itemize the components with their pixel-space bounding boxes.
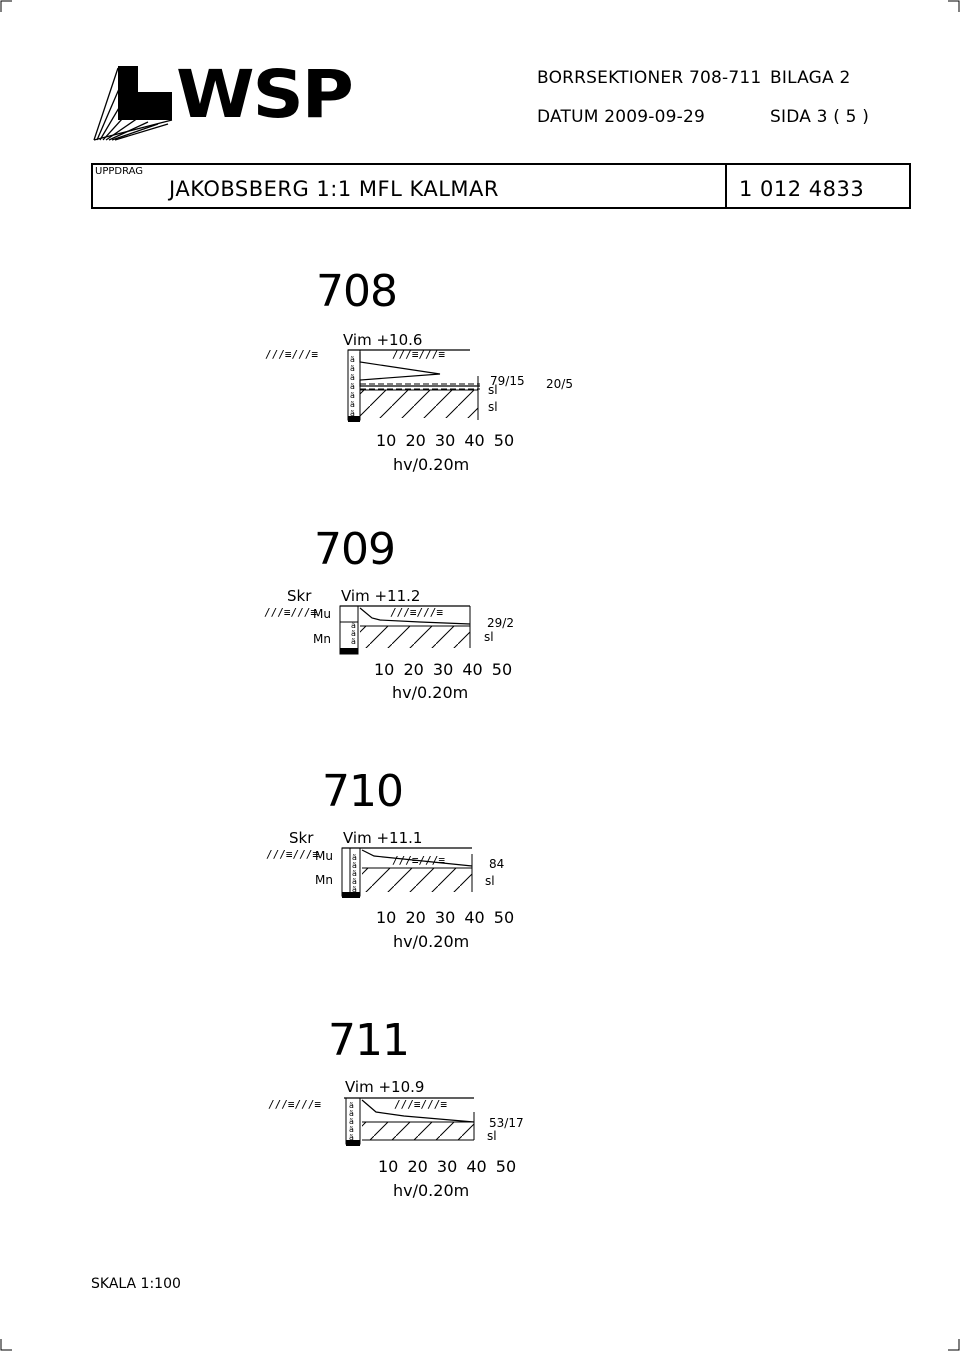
- method-label: Skr: [289, 829, 314, 847]
- blow-count: 84: [489, 857, 505, 871]
- ground-level: Vim +10.6: [343, 331, 423, 349]
- borehole-profile-710: ///≡///≡ ///≡///≡ äää ää: [266, 847, 473, 898]
- crop-mark-bottom-right: [948, 1339, 960, 1351]
- svg-text:ä: ä: [350, 409, 355, 418]
- method-label: Skr: [287, 587, 312, 605]
- crop-mark-bottom-left: [0, 1339, 12, 1351]
- axis-unit: hv/0.20m: [393, 1181, 470, 1200]
- svg-text:///≡///≡: ///≡///≡: [264, 606, 317, 619]
- logo-mark-icon: [93, 66, 173, 141]
- borehole-id: 709: [314, 524, 396, 575]
- svg-text:///≡///≡: ///≡///≡: [392, 348, 445, 361]
- borehole-profile-709: ///≡///≡ ///≡///≡ äää: [264, 605, 471, 655]
- stop-code: sl: [484, 630, 494, 644]
- ground-level: Vim +10.9: [345, 1078, 425, 1096]
- axis-ticks: 10 20 30 40 50: [376, 908, 515, 927]
- ground-level: Vim +11.2: [341, 587, 421, 605]
- svg-text:///≡///≡: ///≡///≡: [390, 606, 443, 619]
- project-divider: [725, 165, 727, 207]
- svg-text:ä: ä: [351, 621, 356, 630]
- stop-code: sl: [485, 874, 495, 888]
- svg-text:ä: ä: [349, 1101, 354, 1110]
- blow-count: 29/2: [487, 616, 514, 630]
- svg-text:ä: ä: [350, 391, 355, 400]
- svg-text:ä: ä: [352, 869, 357, 878]
- borehole-id: 710: [322, 766, 404, 817]
- svg-text:ä: ä: [352, 877, 357, 886]
- layer-top: Mu: [315, 849, 333, 863]
- axis-ticks: 10 20 30 40 50: [374, 660, 513, 679]
- layer-bottom: Mn: [313, 632, 331, 646]
- stop-code: sl: [488, 383, 498, 397]
- document-date: DATUM 2009-09-29: [537, 107, 705, 127]
- svg-text:ä: ä: [352, 885, 357, 894]
- borehole-id: 708: [316, 266, 398, 317]
- svg-text:ä: ä: [352, 853, 357, 862]
- ground-level: Vim +11.1: [343, 829, 423, 847]
- svg-text:///≡///≡: ///≡///≡: [268, 1098, 321, 1111]
- stop-code: sl: [488, 400, 498, 414]
- svg-text:ä: ä: [350, 400, 355, 409]
- svg-text:///≡///≡: ///≡///≡: [265, 348, 318, 361]
- borehole-id: 711: [328, 1015, 410, 1066]
- logo-wordmark: WSP: [176, 56, 354, 133]
- project-number: 1 012 4833: [739, 177, 865, 201]
- axis-ticks: 10 20 30 40 50: [376, 431, 515, 450]
- layer-top: Mu: [313, 607, 331, 621]
- borehole-profile-711: ///≡///≡ ///≡///≡ äää ää: [268, 1097, 475, 1146]
- layer-bottom: Mn: [315, 873, 333, 887]
- project-title: JAKOBSBERG 1:1 MFL KALMAR: [169, 177, 500, 201]
- svg-text:ä: ä: [350, 373, 355, 382]
- stop-code: sl: [487, 1129, 497, 1143]
- axis-unit: hv/0.20m: [392, 683, 469, 702]
- svg-text:///≡///≡: ///≡///≡: [394, 1098, 447, 1111]
- blow-count: 20/5: [546, 377, 573, 391]
- blow-count: 53/17: [489, 1116, 524, 1130]
- svg-text:ä: ä: [349, 1133, 354, 1142]
- svg-text:ä: ä: [350, 355, 355, 364]
- crop-mark-top-left: [0, 0, 12, 12]
- attachment-label: BILAGA 2: [770, 68, 851, 88]
- svg-text:ä: ä: [349, 1109, 354, 1118]
- axis-unit: hv/0.20m: [393, 455, 470, 474]
- scale-label: SKALA 1:100: [91, 1276, 181, 1292]
- svg-text:ä: ä: [349, 1117, 354, 1126]
- axis-unit: hv/0.20m: [393, 932, 470, 951]
- svg-text:///≡///≡: ///≡///≡: [266, 848, 319, 861]
- svg-text:ä: ä: [351, 637, 356, 646]
- page-number: SIDA 3 ( 5 ): [770, 107, 870, 127]
- blow-count: 79/15: [490, 374, 525, 388]
- project-box: UPPDRAG JAKOBSBERG 1:1 MFL KALMAR 1 012 …: [91, 163, 911, 209]
- crop-mark-top-right: [948, 0, 960, 12]
- svg-text:ä: ä: [350, 382, 355, 391]
- axis-ticks: 10 20 30 40 50: [378, 1157, 517, 1176]
- svg-text:ä: ä: [349, 1125, 354, 1134]
- document-title: BORRSEKTIONER 708-711: [537, 68, 762, 88]
- svg-text:ä: ä: [350, 364, 355, 373]
- svg-text:ä: ä: [351, 629, 356, 638]
- company-logo: WSP: [92, 56, 354, 142]
- project-label: UPPDRAG: [95, 166, 144, 177]
- svg-text:ä: ä: [352, 861, 357, 870]
